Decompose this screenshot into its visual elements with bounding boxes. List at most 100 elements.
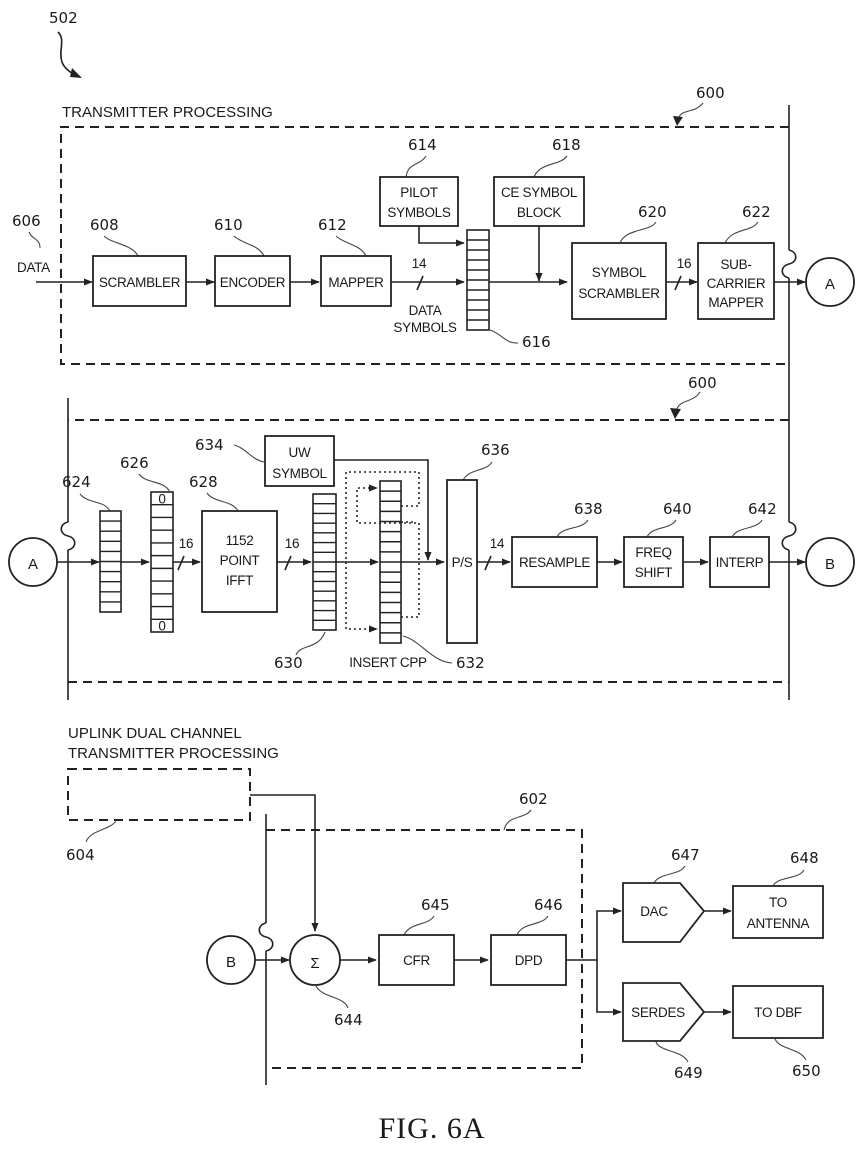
line-break-symbol — [60, 521, 76, 551]
symbol-scrambler-block — [571, 242, 667, 320]
pilot-symbols-ref-label: 614 — [408, 136, 437, 154]
resample-label: RESAMPLE — [519, 555, 590, 570]
scrambler-block — [92, 255, 187, 307]
uw-symbol-ref-label: 634 — [195, 436, 224, 454]
ce-ref-leader — [533, 155, 568, 178]
zero-pad-register-626: 00 — [150, 491, 174, 634]
bus-slash — [674, 275, 682, 291]
symbol-scrambler-ref-label: 620 — [638, 203, 667, 221]
register-630 — [312, 493, 337, 631]
connector-b-out — [805, 537, 855, 587]
register-630-ref-label: 630 — [274, 654, 303, 672]
input-ref-label: 606 — [12, 212, 41, 230]
interp-ref-leader — [731, 519, 763, 538]
resample-ref-label: 638 — [574, 500, 603, 518]
ce-symbol-block — [493, 176, 585, 227]
input-data-label: DATA — [17, 260, 50, 275]
serdes-label: SERDES — [631, 1005, 685, 1020]
bus-width-14: 14 — [412, 256, 427, 271]
uplink-title: UPLINK DUAL CHANNEL — [68, 725, 242, 742]
ce-symbol-ref-label: 618 — [552, 136, 581, 154]
container-600-middle — [68, 419, 789, 683]
register-632-ref-label: 632 — [456, 654, 485, 672]
container-ref-label: 600 — [696, 84, 725, 102]
uw-ref-leader — [233, 444, 265, 463]
uw-symbol-block — [264, 435, 335, 487]
parallel-to-serial-block — [446, 479, 478, 644]
ifft-ref-leader — [206, 492, 239, 512]
register-624 — [99, 510, 122, 613]
bus-width-16: 16 — [179, 536, 193, 551]
container-ref-arrowhead — [673, 116, 683, 126]
register-ref-label: 616 — [522, 333, 551, 351]
register-frame — [150, 491, 174, 633]
symbol-scrambler-label: SYMBOL — [592, 265, 647, 280]
subcarrier-mapper-label: CARRIER — [707, 276, 766, 291]
ps-ref-leader — [462, 461, 493, 481]
connector-a-label: A — [28, 556, 38, 573]
dac-ref-leader — [653, 865, 686, 884]
ifft-label: 1152 — [226, 533, 254, 548]
sigma-icon: Σ — [310, 955, 319, 972]
to-antenna-label: TO — [769, 895, 787, 910]
register-ref-leader — [489, 329, 519, 344]
ps-ref-label: 636 — [481, 441, 510, 459]
uplink-to-summer-arrow — [250, 794, 319, 932]
bus-width-16: 16 — [677, 256, 691, 271]
freq-shift-label: SHIFT — [635, 565, 673, 580]
input-ref-leader — [28, 231, 41, 249]
cpp-copy-loop-outer — [345, 471, 420, 633]
to-dbf-ref-leader — [774, 1038, 807, 1061]
symbol-register-616 — [466, 229, 490, 331]
dac-label: DAC — [640, 904, 668, 919]
dac-ref-label: 647 — [671, 846, 700, 864]
mapper-ref-label: 612 — [318, 216, 347, 234]
to-dbf-ref-label: 650 — [792, 1062, 821, 1080]
cfr-ref-label: 645 — [421, 896, 450, 914]
ce-symbol-label: BLOCK — [517, 205, 562, 220]
cpp-register-632 — [379, 480, 402, 644]
encoder-ref-label: 610 — [214, 216, 243, 234]
container-ref-arrowhead — [670, 408, 681, 419]
scrambler-ref-label: 608 — [90, 216, 119, 234]
symbol-scrambler-label: SCRAMBLER — [578, 286, 660, 301]
subcarrier-mapper-ref-label: 622 — [742, 203, 771, 221]
line-break-symbol — [781, 249, 797, 279]
section-title-transmitter-processing: TRANSMITTER PROCESSING — [62, 104, 273, 121]
dpd-to-serdes-arrow — [596, 960, 622, 1016]
to-dbf-block — [732, 985, 824, 1039]
register-626-leader — [138, 473, 171, 493]
ifft-label: POINT — [220, 553, 260, 568]
interp-block — [709, 536, 770, 588]
encoder-block — [214, 255, 291, 307]
uw-symbol-label: SYMBOL — [272, 466, 327, 481]
connector-b-label: B — [825, 556, 835, 573]
serdes-ref-leader — [655, 1041, 689, 1063]
container-ref-leader — [677, 102, 704, 120]
dpd-ref-label: 646 — [534, 896, 563, 914]
bus-width-16: 16 — [285, 536, 299, 551]
line-break-symbol — [258, 922, 274, 952]
uplink-dual-channel-block — [67, 768, 251, 821]
dac-block — [622, 882, 706, 943]
cpp-copy-loop-inner — [356, 484, 420, 618]
cfr-label: CFR — [403, 953, 430, 968]
dpd-block — [490, 934, 567, 986]
system-ref-pointer — [57, 31, 77, 77]
to-antenna-block — [732, 885, 824, 939]
register-624-leader — [79, 493, 111, 512]
uplink-title: TRANSMITTER PROCESSING — [68, 745, 279, 762]
pilot-symbols-label: SYMBOLS — [387, 205, 450, 220]
ps-label: P/S — [452, 555, 473, 570]
figure-caption: FIG. 6A — [378, 1112, 485, 1145]
scrambler-label: SCRAMBLER — [99, 275, 181, 290]
serdes-ref-label: 649 — [674, 1064, 703, 1082]
resample-ref-leader — [556, 519, 589, 538]
to-antenna-ref-leader — [772, 869, 805, 887]
scrambler-ref-leader — [103, 235, 139, 257]
system-ref-arrowhead — [70, 68, 82, 78]
zero-pad-cell-label: 0 — [158, 619, 165, 634]
connector-a-label: A — [825, 276, 835, 293]
register-632-leader — [402, 635, 453, 664]
